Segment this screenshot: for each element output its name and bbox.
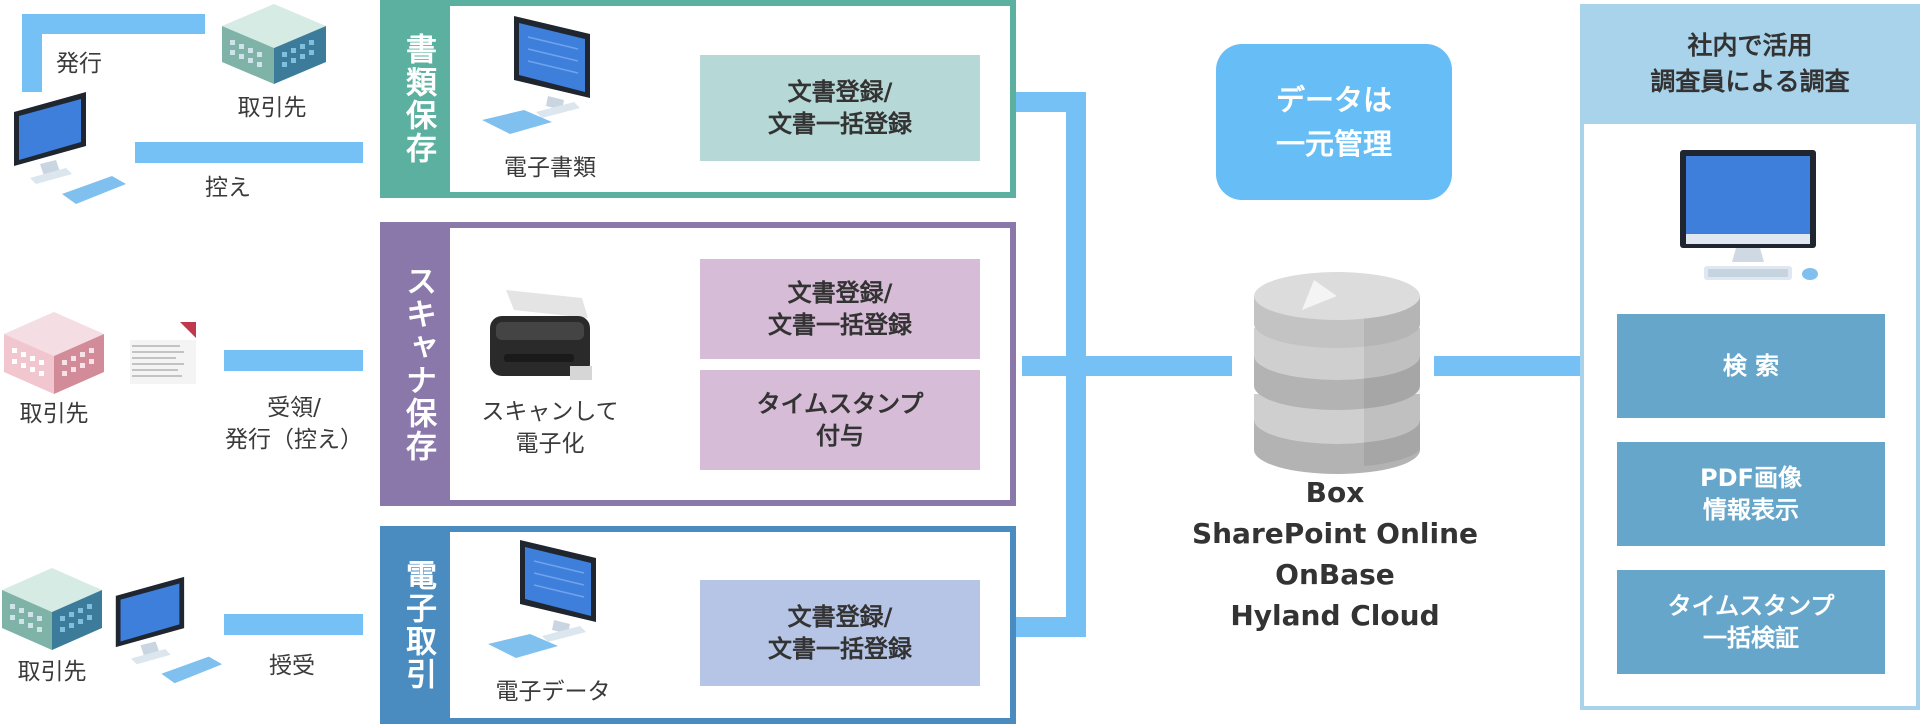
connector-issue-top: [22, 14, 205, 34]
monitor-icon: [1680, 150, 1818, 280]
process-register[interactable]: 文書登録/ 文書一括登録: [700, 55, 980, 161]
device-label: スキャンして 電子化: [481, 399, 619, 457]
connector-exchange: [224, 614, 363, 635]
device-label: 電子データ: [495, 679, 611, 705]
process-timestamp[interactable]: タイムスタンプ 付与: [700, 370, 980, 470]
search-function-button[interactable]: 検 索: [1617, 314, 1885, 418]
connector-receive: [224, 350, 363, 371]
pdf-view-function-button[interactable]: PDF画像 情報表示: [1617, 442, 1885, 546]
copy-label: 控え: [205, 175, 251, 201]
connector-database-right: [1434, 356, 1596, 376]
partner-label-2: 取引先: [19, 401, 89, 427]
device-label: 電子書類: [504, 155, 596, 181]
section-title: 電子取引: [386, 532, 450, 718]
process-register[interactable]: 文書登録/ 文書一括登録: [700, 580, 980, 686]
monitor-icon: [488, 540, 596, 658]
issue-label: 発行: [56, 51, 102, 77]
timestamp-verify-function-button[interactable]: タイムスタンプ 一括検証: [1617, 570, 1885, 674]
connector-copy: [135, 142, 363, 163]
connector-issue-left: [22, 14, 42, 92]
monitor-icon: [115, 576, 223, 684]
connector-trunk-bottom: [1016, 617, 1086, 637]
storage-list: Box SharePoint Online OnBase Hyland Clou…: [1180, 472, 1490, 636]
storage-hyland-cloud: Hyland Cloud: [1230, 599, 1440, 632]
building-icon: [2, 568, 102, 650]
section-title: スキャナ保存: [386, 228, 450, 500]
badge-text: データは 一元管理: [1275, 83, 1392, 161]
scanner-icon: [490, 290, 592, 380]
monitor-icon: [14, 92, 126, 204]
storage-sharepoint: SharePoint Online: [1191, 517, 1479, 550]
internal-use-header: 社内で活用 調査員による調査: [1580, 4, 1920, 124]
partner-label-3: 取引先: [17, 659, 87, 685]
exchange-label: 授受: [269, 653, 315, 679]
section-title: 書類保存: [386, 6, 450, 192]
database-icon: [1254, 272, 1420, 474]
building-icon: [4, 312, 104, 394]
storage-onbase: OnBase: [1275, 558, 1395, 591]
document-icon: [130, 322, 196, 384]
process-register[interactable]: 文書登録/ 文書一括登録: [700, 259, 980, 359]
building-icon: [222, 4, 326, 84]
internal-use-title: 社内で活用 調査員による調査: [1650, 31, 1850, 96]
partner-label-1: 取引先: [237, 95, 307, 121]
monitor-icon: [482, 16, 590, 134]
receive-label: 受領/ 発行（控え）: [225, 395, 363, 453]
storage-box: Box: [1305, 476, 1365, 509]
unified-management-badge: データは 一元管理: [1216, 44, 1452, 200]
connector-trunk-middle: [1022, 356, 1232, 376]
